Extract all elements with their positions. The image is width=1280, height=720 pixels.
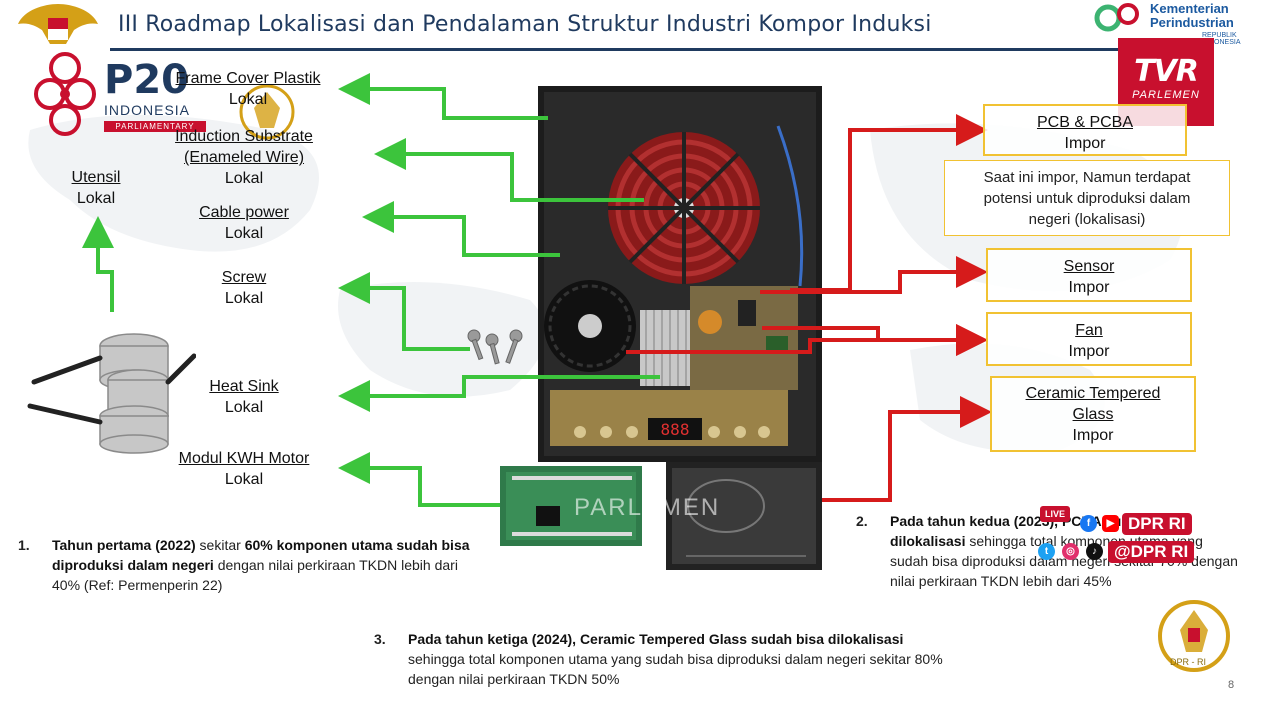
arrow-utensil xyxy=(82,216,114,312)
box-fan-status: Impor xyxy=(1068,343,1110,360)
garuda-emblem-icon xyxy=(18,4,98,44)
pcb-note: Saat ini impor, Namun terdapat potensi u… xyxy=(944,160,1230,236)
tvr-logo-text: TVR xyxy=(1134,54,1199,89)
label-frame-cover-name: Frame Cover Plastik xyxy=(175,70,321,87)
label-screw-name: Screw xyxy=(221,269,267,286)
social-handle-label: @DPR RI xyxy=(1108,541,1195,563)
label-utensil: Utensil Lokal xyxy=(56,167,136,209)
arrow-cable-power xyxy=(362,201,560,257)
tvr-logo-subtitle: PARLEMEN xyxy=(1132,89,1200,101)
label-heat-sink-status: Lokal xyxy=(224,399,264,416)
label-cable-power-name: Cable power xyxy=(199,204,289,221)
box-ceramic-glass-name-2: Glass xyxy=(1072,406,1114,423)
paragraph-2-number: 2. xyxy=(856,513,868,529)
label-utensil-status: Lokal xyxy=(76,190,116,207)
box-ceramic-glass-status: Impor xyxy=(1072,427,1114,444)
box-pcb-status: Impor xyxy=(1064,135,1106,152)
arrow-frame-cover xyxy=(338,73,548,120)
instagram-icon: ◎ xyxy=(1062,543,1079,560)
p20-pattern-icon xyxy=(34,52,96,136)
twitter-icon: t xyxy=(1038,543,1055,560)
label-screw-status: Lokal xyxy=(224,290,264,307)
arrow-fan-b xyxy=(626,324,988,356)
label-induction-substrate: Induction Substrate (Enameled Wire) Loka… xyxy=(164,126,324,189)
paragraph-3-number: 3. xyxy=(374,631,386,647)
p20-logo-text: P20 xyxy=(104,57,189,103)
fan-icon xyxy=(544,280,636,372)
heat-sink-icon xyxy=(640,310,690,386)
label-utensil-name: Utensil xyxy=(71,169,121,186)
box-fan-name: Fan xyxy=(1075,322,1103,339)
youtube-icon: ▶ xyxy=(1102,515,1119,532)
box-ceramic-glass-name: Ceramic Tempered xyxy=(1025,385,1161,402)
utensil-pots-icon xyxy=(27,333,196,454)
pcb-note-line-3: negeri (lokalisasi) xyxy=(1028,211,1146,228)
paragraph-2-text-1: sehingga total komponen utama yang sudah… xyxy=(890,533,1238,589)
kemenperin-logo: Kementerian Perindustrian REPUBLIK INDON… xyxy=(1092,0,1252,46)
p20-logo-subtitle: INDONESIA xyxy=(104,102,191,118)
screws-icon xyxy=(467,329,523,365)
paragraph-1-number: 1. xyxy=(18,537,30,553)
paragraph-3: 3. Pada tahun ketiga (2024), Ceramic Tem… xyxy=(374,629,948,689)
label-kwh-module: Modul KWH Motor Lokal xyxy=(164,448,324,490)
induction-cooker-photo: 888 xyxy=(538,86,822,462)
social-youtube-label: DPR RI xyxy=(1122,513,1192,535)
label-kwh-module-name: Modul KWH Motor xyxy=(178,450,310,467)
label-screw: Screw Lokal xyxy=(204,267,284,309)
label-frame-cover-status: Lokal xyxy=(228,91,268,108)
label-heat-sink-name: Heat Sink xyxy=(209,378,279,395)
dpr-emblem-icon xyxy=(239,84,295,140)
kemenperin-line-1: Kementerian xyxy=(1150,1,1229,16)
gear-logo-icon xyxy=(1094,3,1139,32)
box-pcb: PCB & PCBA Impor xyxy=(983,104,1187,156)
kemenperin-line-3: REPUBLIK INDONESIA xyxy=(1202,32,1241,46)
box-sensor: Sensor Impor xyxy=(986,248,1192,302)
arrow-sensor xyxy=(760,256,988,294)
paragraph-1-text-2: dengan nilai perkiraan TKDN lebih dari 4… xyxy=(52,557,458,593)
box-fan: Fan Impor xyxy=(986,312,1192,366)
paragraph-1-bold-1: Tahun pertama (2022) xyxy=(52,537,196,553)
label-induction-substrate-name-2: (Enameled Wire) xyxy=(183,149,305,166)
induction-coil-icon xyxy=(608,132,760,284)
seven-segment-display: 888 xyxy=(661,420,690,439)
tiktok-icon: ♪ xyxy=(1086,543,1103,560)
arrow-kwh-module xyxy=(338,452,500,507)
live-badge-icon: LIVE xyxy=(1040,506,1070,522)
arrow-glass xyxy=(822,396,992,502)
paragraph-1-text-1: sekitar xyxy=(195,537,245,553)
label-heat-sink: Heat Sink Lokal xyxy=(194,376,294,418)
paragraph-1-bold-2: 60% komponen utama sudah bisa diproduksi… xyxy=(52,537,470,573)
dpr-seal-icon xyxy=(1158,600,1230,672)
slide-title: III Roadmap Lokalisasi dan Pendalaman St… xyxy=(118,12,932,37)
arrow-heat-sink xyxy=(338,375,660,412)
pcb-note-line-2: potensi untuk diproduksi dalam xyxy=(983,190,1191,207)
label-cable-power-status: Lokal xyxy=(224,225,264,242)
paragraph-3-text-1: sehingga total komponen utama yang sudah… xyxy=(408,651,943,687)
label-cable-power: Cable power Lokal xyxy=(184,202,304,244)
ceramic-glass-photo xyxy=(666,462,822,570)
label-induction-substrate-status: Lokal xyxy=(224,170,264,187)
label-frame-cover: Frame Cover Plastik Lokal xyxy=(168,68,328,110)
arrow-induction-substrate xyxy=(374,138,644,202)
box-ceramic-glass: Ceramic Tempered Glass Impor xyxy=(990,376,1196,452)
title-underline xyxy=(110,48,1120,51)
paragraph-3-bold-1: Pada tahun ketiga (2024), Ceramic Temper… xyxy=(408,631,904,647)
box-pcb-name: PCB & PCBA xyxy=(1036,114,1134,131)
pcb-note-line-1: Saat ini impor, Namun terdapat xyxy=(983,169,1191,186)
box-sensor-status: Impor xyxy=(1068,279,1110,296)
dpr-seal-text: DPR - RI xyxy=(1170,657,1206,667)
page-number: 8 xyxy=(1228,679,1235,691)
watermark-text: PARLEMEN xyxy=(574,494,721,521)
p20-logo-subtitle-2: PARLIAMENTARY xyxy=(104,121,206,132)
kemenperin-line-2: Perindustrian xyxy=(1150,15,1234,30)
label-induction-substrate-name: Induction Substrate xyxy=(175,128,313,145)
arrow-screw xyxy=(338,272,470,351)
kwh-motor-module-photo xyxy=(500,466,642,546)
label-kwh-module-status: Lokal xyxy=(224,471,264,488)
paragraph-1: 1. Tahun pertama (2022) sekitar 60% komp… xyxy=(18,535,482,595)
box-sensor-name: Sensor xyxy=(1063,258,1115,275)
facebook-icon: f xyxy=(1080,515,1097,532)
